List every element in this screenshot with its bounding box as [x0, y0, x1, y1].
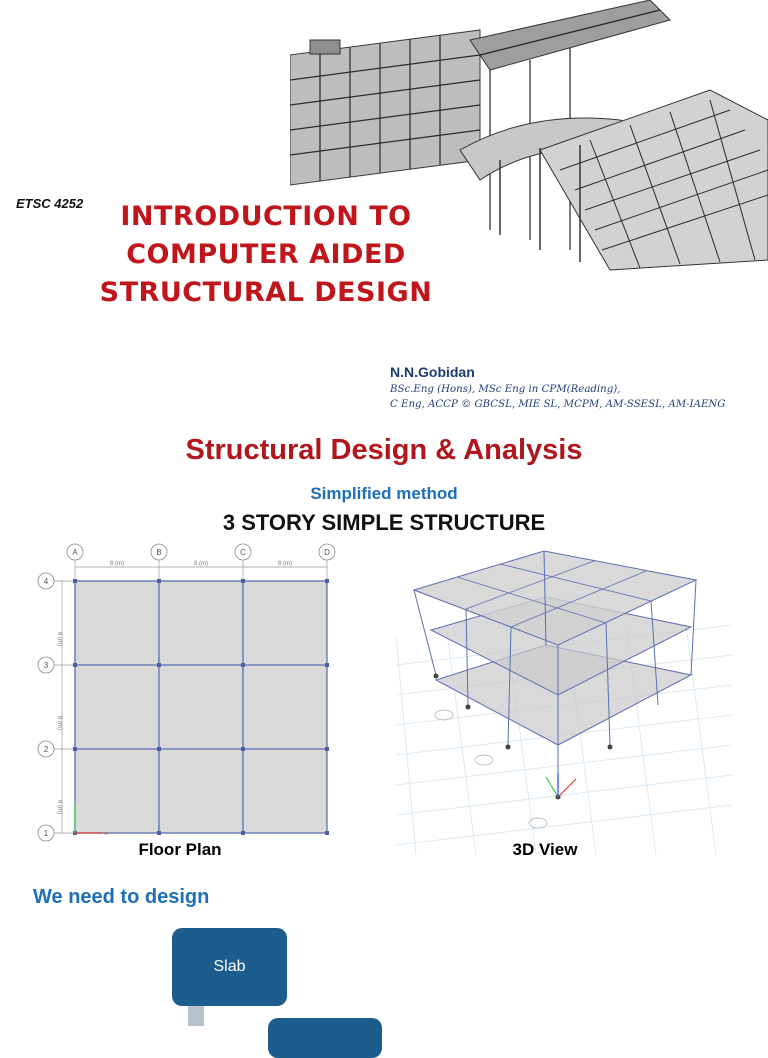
section-title: Structural Design & Analysis [185, 434, 583, 466]
axis-indicator-icon: × [74, 804, 108, 838]
grid-label-b: B [156, 548, 161, 557]
axis-indicator-3d-icon [545, 773, 577, 798]
main-title-line-3: STRUCTURAL DESIGN [99, 277, 433, 308]
next-flow-box [268, 1018, 382, 1058]
dimension-label-ab: 8 (m) [110, 561, 124, 567]
section-subtitle: Simplified method [310, 484, 458, 503]
floor-plan-caption: Floor Plan [138, 840, 222, 859]
dimension-label-43: 8 (m) [56, 632, 62, 646]
3d-view-diagram [396, 550, 732, 855]
slab-box: Slab [172, 928, 287, 1006]
slab-box-label: Slab [213, 958, 246, 975]
grid-label-c: C [240, 548, 246, 557]
svg-text:×: × [104, 831, 108, 838]
author-name: N.N.Gobidan [390, 364, 475, 380]
grid-label-a: A [72, 548, 78, 557]
main-title: INTRODUCTION TO COMPUTER AIDED STRUCTURA… [96, 198, 436, 312]
grid-label-1: 1 [44, 829, 49, 838]
dimension-label-32: 8 (m) [56, 716, 62, 730]
grid-label-4: 4 [44, 577, 49, 586]
floor-plan-diagram: 8 (m) 8 (m) 8 (m) 8 (m) 8 (m) 8 (m) A B … [37, 543, 336, 842]
grid-label-2: 2 [44, 745, 49, 754]
dimension-label-bc: 8 (m) [194, 561, 208, 567]
course-code: ETSC 4252 [16, 196, 84, 211]
dimension-label-21: 8 (m) [56, 800, 62, 814]
structure-title: 3 STORY SIMPLE STRUCTURE [222, 510, 546, 535]
dimension-label-cd: 8 (m) [278, 561, 292, 567]
grid-label-3: 3 [44, 661, 49, 670]
3d-view-caption: 3D View [512, 840, 578, 859]
grid-label-d: D [324, 548, 330, 557]
author-credentials-line-2: C Eng, ACCP © GBCSL, MIE SL, MCPM, AM-SS… [390, 399, 726, 410]
hero-building-illustration [290, 0, 768, 275]
design-heading: We need to design [33, 886, 210, 908]
main-title-line-1: INTRODUCTION TO [120, 201, 412, 232]
author-credentials-line-1: BSc.Eng (Hons), MSc Eng in CPM(Reading), [390, 384, 621, 395]
flow-connector [188, 1006, 204, 1026]
floor-plan-slab [74, 580, 328, 834]
main-title-line-2: COMPUTER AIDED [126, 239, 406, 270]
